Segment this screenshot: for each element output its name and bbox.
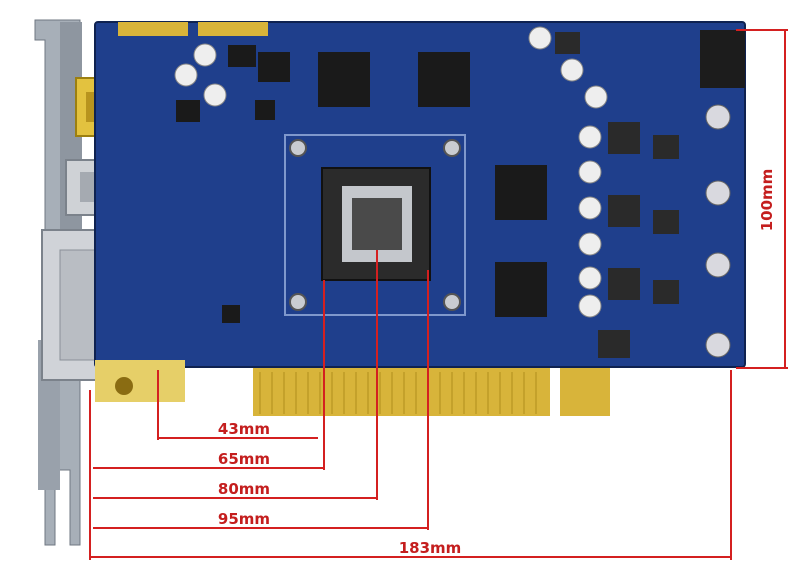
- capacitor: [193, 43, 217, 67]
- capacitor: [705, 252, 731, 278]
- memory-chip: [495, 262, 547, 317]
- capacitor: [203, 83, 227, 107]
- capacitor: [174, 63, 198, 87]
- label-95mm: 95mm: [218, 510, 270, 528]
- label-43mm: 43mm: [218, 420, 270, 438]
- capacitor: [705, 332, 731, 358]
- label-100mm: 100mm: [758, 169, 776, 232]
- capacitor: [578, 266, 602, 290]
- capacitor: [584, 85, 608, 109]
- capacitor: [578, 196, 602, 220]
- capacitor: [578, 160, 602, 184]
- memory-chip: [418, 52, 470, 107]
- label-65mm: 65mm: [218, 450, 270, 468]
- power-choke: [608, 122, 640, 154]
- memory-chip: [318, 52, 370, 107]
- power-choke: [608, 195, 640, 227]
- power-choke: [598, 330, 630, 358]
- label-80mm: 80mm: [218, 480, 270, 498]
- capacitor: [578, 294, 602, 318]
- capacitor: [528, 26, 552, 50]
- capacitor: [578, 232, 602, 256]
- power-connector: [700, 30, 745, 88]
- capacitor: [705, 180, 731, 206]
- capacitor: [705, 104, 731, 130]
- capacitor: [578, 125, 602, 149]
- dimension-annotations: [89, 29, 788, 560]
- label-183mm: 183mm: [399, 539, 462, 557]
- pcie-gold-fingers: [253, 368, 550, 416]
- power-choke: [608, 268, 640, 300]
- memory-chip: [495, 165, 547, 220]
- capacitor: [560, 58, 584, 82]
- pcb-board: [94, 21, 746, 416]
